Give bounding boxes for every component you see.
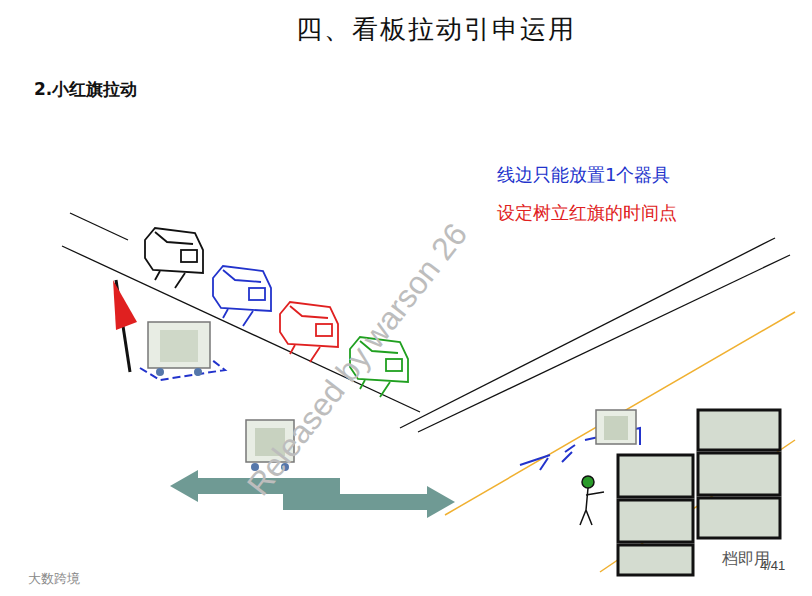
transfer-arrows bbox=[170, 470, 455, 518]
operator bbox=[580, 476, 604, 525]
storage-boundary bbox=[445, 312, 795, 572]
watermark: 大数跨境 bbox=[28, 570, 80, 588]
page-number: 4/41 bbox=[760, 558, 785, 573]
note-text: 线边只能放置1个器具 bbox=[497, 163, 670, 187]
storage-racks bbox=[618, 410, 780, 575]
watermark: Released by warson 26 bbox=[240, 216, 475, 502]
red-flag bbox=[113, 280, 137, 372]
note-text: 设定树立红旗的时间点 bbox=[497, 201, 677, 225]
section-heading: 2.小红旗拉动 bbox=[34, 78, 137, 101]
line-side-container bbox=[140, 322, 225, 380]
storage-container bbox=[596, 410, 636, 444]
slide-title: 四、看板拉动引申运用 bbox=[296, 12, 576, 47]
